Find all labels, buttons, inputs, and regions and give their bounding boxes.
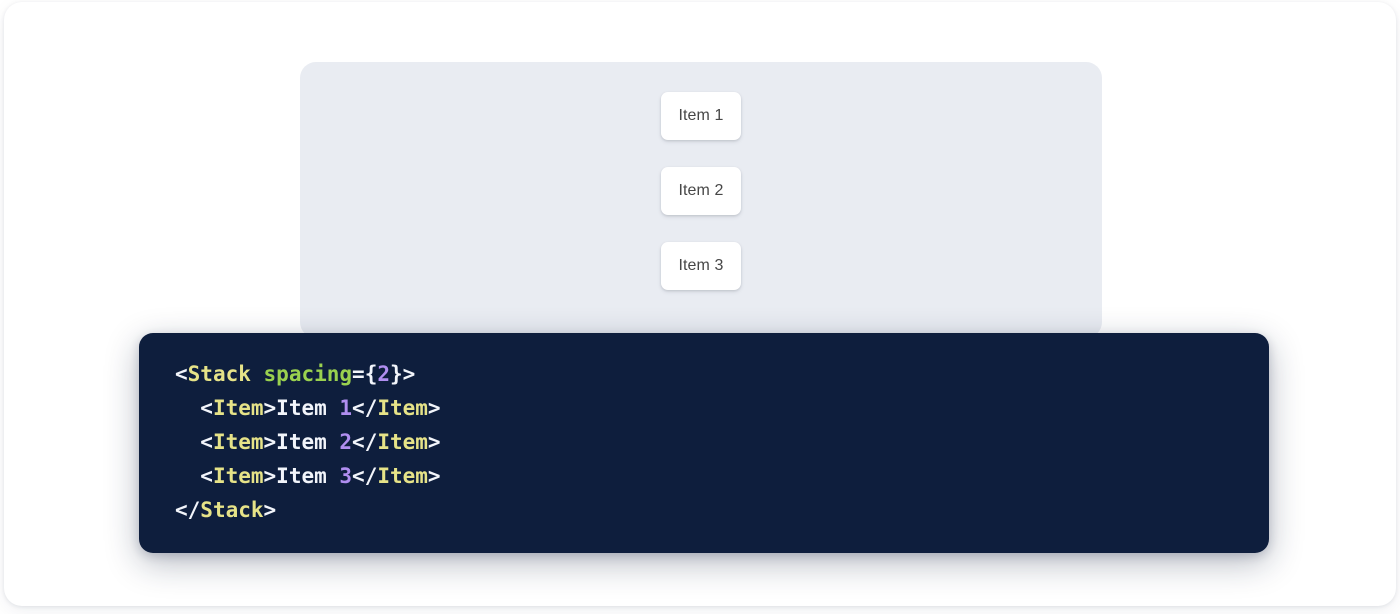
- code-token-num: 2: [377, 362, 390, 386]
- code-token-punct: <: [175, 430, 213, 454]
- code-token-tag: Item: [377, 430, 428, 454]
- code-token-punct: >: [263, 498, 277, 522]
- code-token-tag: Item: [377, 464, 428, 488]
- code-block[interactable]: <Stack spacing={2}> <Item>Item 1</Item> …: [139, 333, 1269, 553]
- code-token-attr: spacing: [263, 362, 353, 386]
- code-token-text: [251, 362, 264, 386]
- code-line: </Stack>: [175, 493, 1269, 527]
- stack-item[interactable]: Item 3: [661, 242, 741, 290]
- code-token-text: Item: [276, 464, 340, 488]
- code-token-text: Item: [276, 430, 340, 454]
- code-token-punct: >: [427, 396, 441, 420]
- code-listing: <Stack spacing={2}> <Item>Item 1</Item> …: [175, 357, 1269, 527]
- code-token-tag: Item: [212, 396, 264, 420]
- app-frame: Item 1 Item 2 Item 3 <Stack spacing={2}>…: [4, 2, 1396, 606]
- code-token-punct: }>: [390, 362, 416, 386]
- code-line: <Stack spacing={2}>: [175, 357, 1269, 391]
- code-token-punct: </: [175, 498, 201, 522]
- stack-item[interactable]: Item 1: [661, 92, 741, 140]
- code-token-tag: Stack: [187, 362, 251, 386]
- code-token-punct: >: [263, 430, 277, 454]
- code-token-punct: ={: [352, 362, 378, 386]
- stack-preview-panel: Item 1 Item 2 Item 3: [300, 62, 1102, 338]
- code-token-punct: </: [352, 430, 378, 454]
- code-token-punct: <: [175, 362, 188, 386]
- code-token-punct: >: [427, 464, 441, 488]
- code-line: <Item>Item 3</Item>: [175, 459, 1269, 493]
- code-token-tag: Stack: [200, 498, 264, 522]
- code-token-punct: >: [263, 464, 277, 488]
- stack-item[interactable]: Item 2: [661, 167, 741, 215]
- code-token-punct: </: [352, 396, 378, 420]
- code-token-tag: Item: [212, 464, 264, 488]
- code-token-punct: </: [352, 464, 378, 488]
- code-line: <Item>Item 1</Item>: [175, 391, 1269, 425]
- stack-container: Item 1 Item 2 Item 3: [300, 62, 1102, 338]
- code-token-punct: <: [175, 464, 213, 488]
- code-token-punct: >: [263, 396, 277, 420]
- stack-item-label: Item 2: [678, 182, 724, 199]
- code-token-num: 2: [339, 430, 353, 454]
- stack-item-label: Item 1: [678, 107, 724, 124]
- stack-item-label: Item 3: [678, 257, 724, 274]
- code-token-punct: >: [427, 430, 441, 454]
- code-token-punct: <: [175, 396, 213, 420]
- code-token-text: Item: [276, 396, 340, 420]
- code-line: <Item>Item 2</Item>: [175, 425, 1269, 459]
- code-token-tag: Item: [377, 396, 428, 420]
- code-token-num: 3: [339, 464, 353, 488]
- code-token-num: 1: [339, 396, 353, 420]
- code-token-tag: Item: [212, 430, 264, 454]
